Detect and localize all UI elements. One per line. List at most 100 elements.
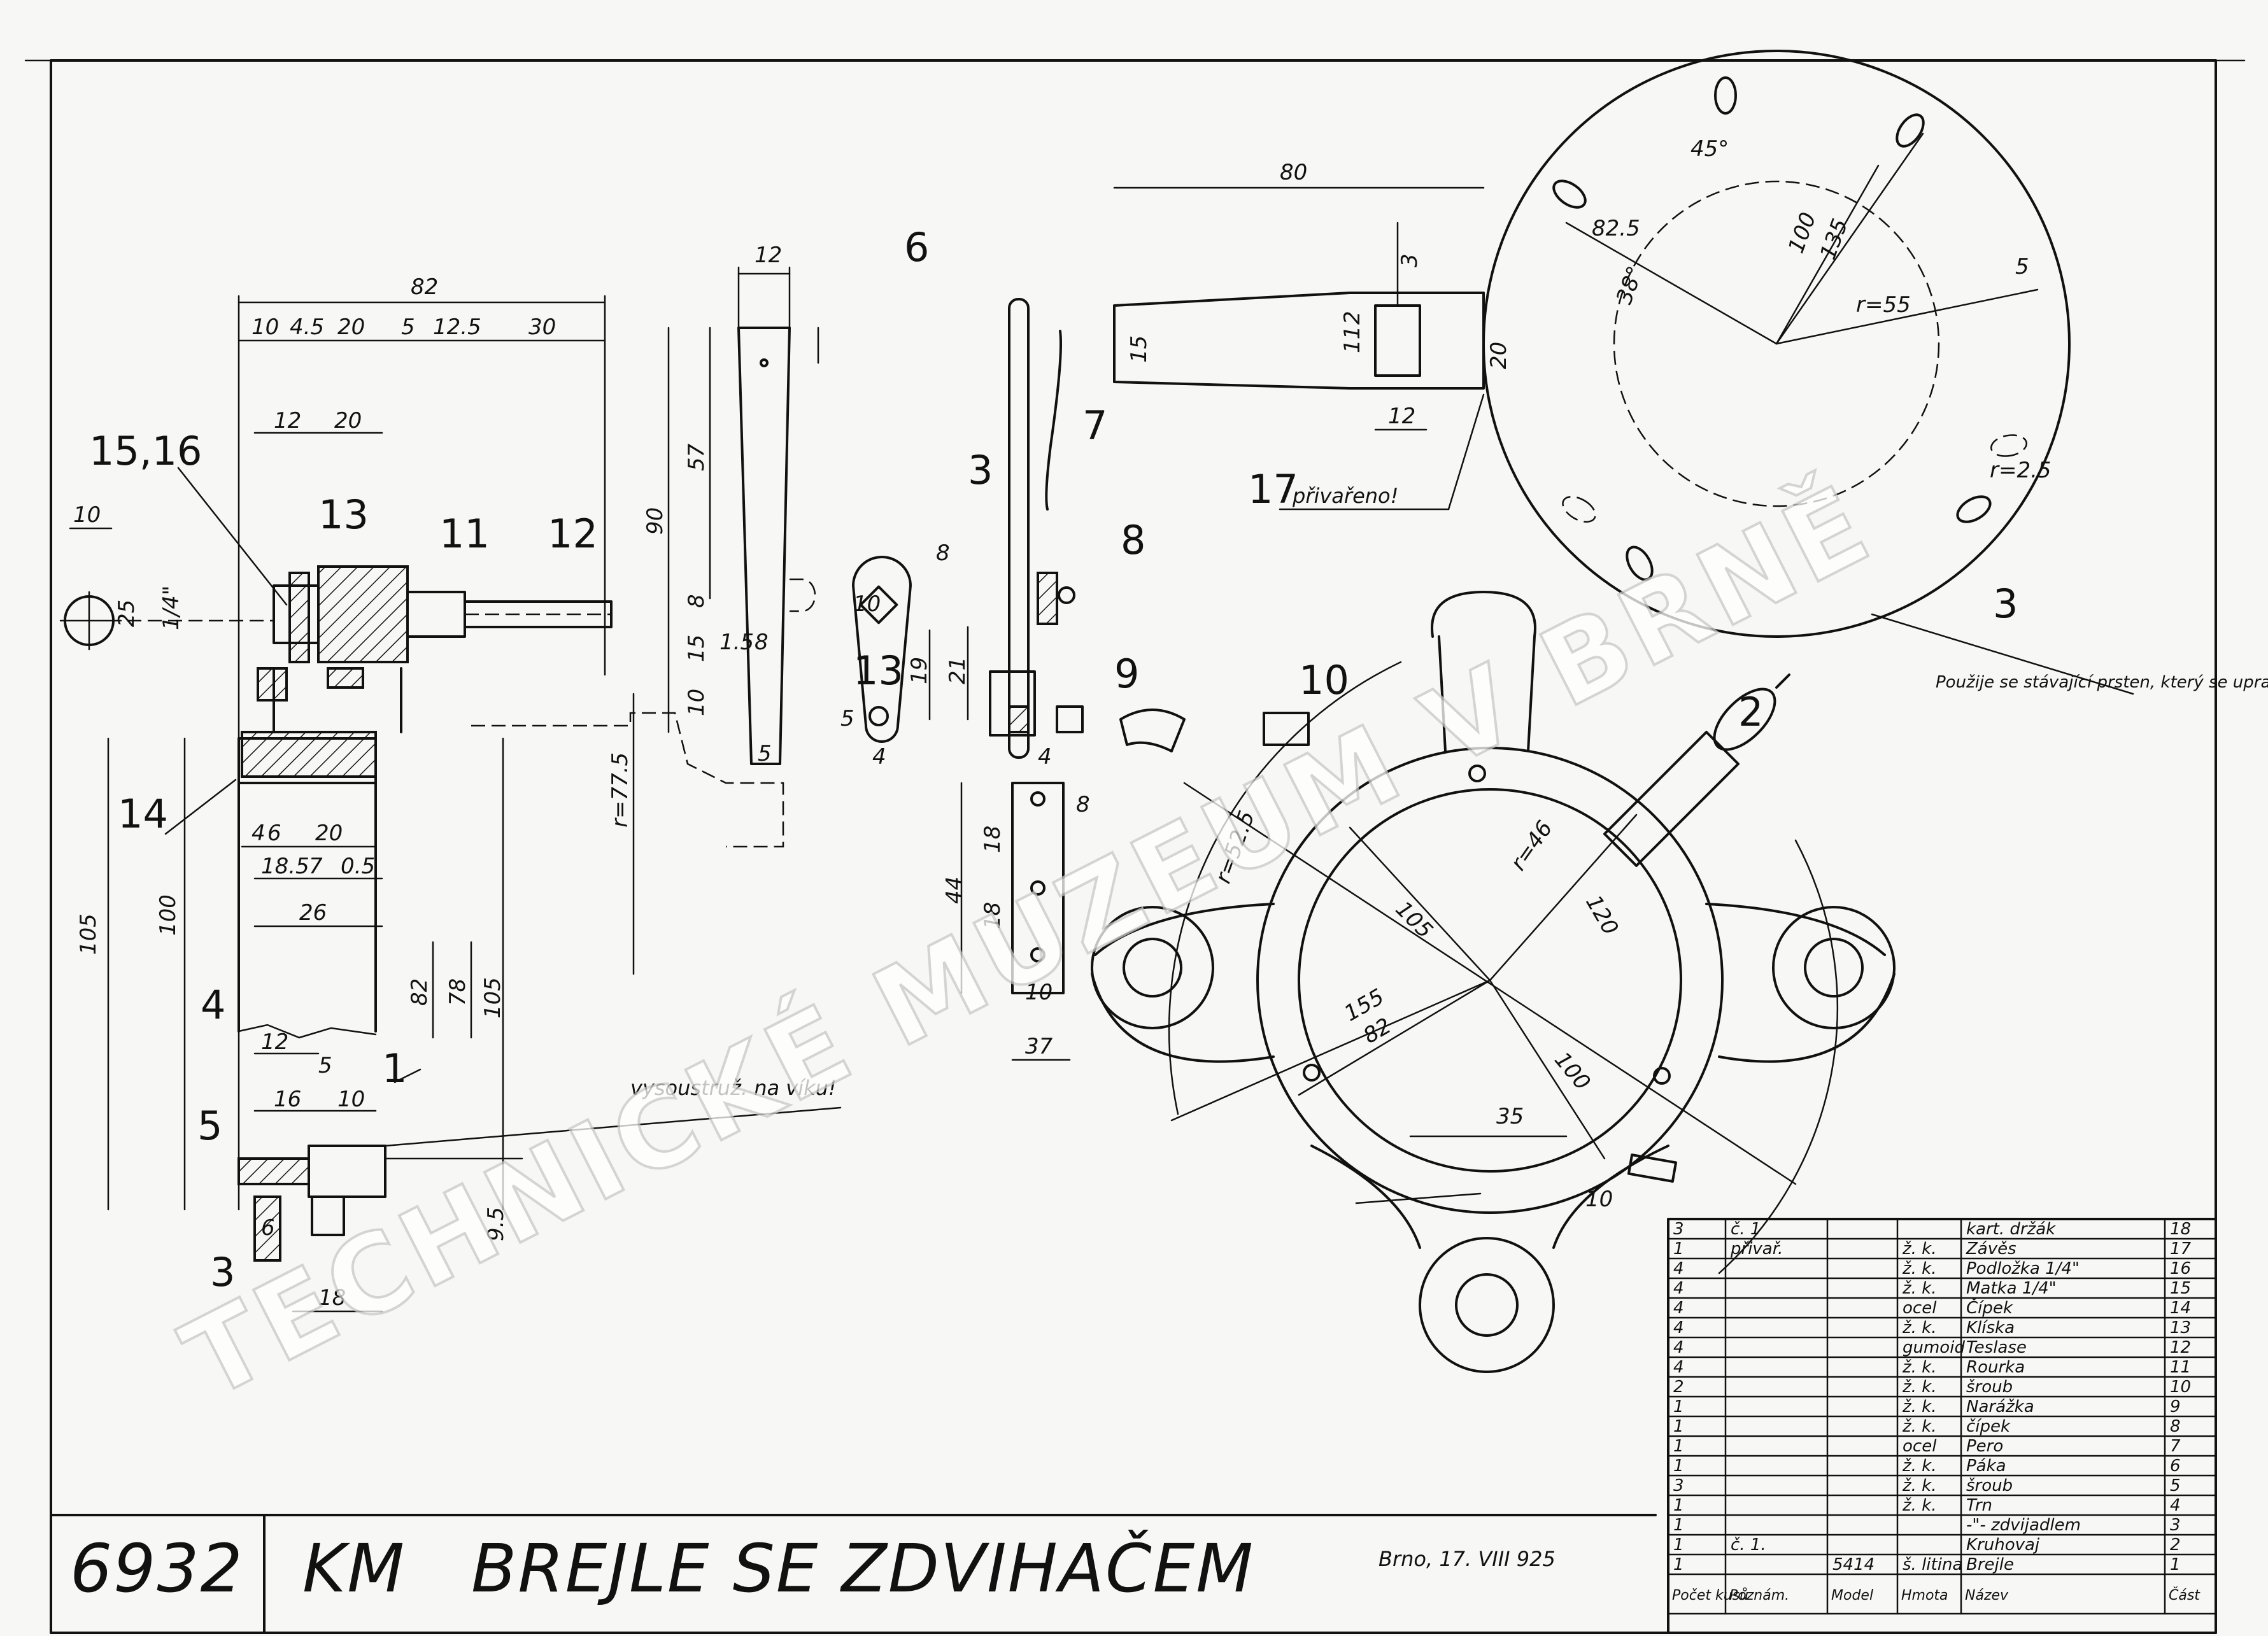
dim-ring-100: 100 xyxy=(1783,209,1822,257)
dim-arm-3: 3 xyxy=(1397,253,1422,267)
dim-12: 12 xyxy=(274,408,301,434)
dim-25: 25 xyxy=(114,600,139,627)
dim-arm-11: 11 xyxy=(1340,326,1365,353)
note-machine-on-lid: vysoustruž. na víku! xyxy=(630,1076,837,1100)
sleeve-part-11 xyxy=(317,565,409,663)
dim-quarter-inch: 1/4" xyxy=(159,586,184,630)
table-cell: 3 xyxy=(1673,1220,1684,1239)
dim-housing-r46: r=46 xyxy=(1506,816,1558,875)
lever-outline xyxy=(737,327,791,765)
table-cell: Podložka 1/4" xyxy=(1966,1259,2080,1278)
table-cell: 12 xyxy=(2170,1338,2191,1357)
note-reuse-ring: Použije se stávající prsten, který se up… xyxy=(1936,673,2268,692)
table-cell: ž. k. xyxy=(1902,1378,1937,1397)
callout-12: 12 xyxy=(548,511,598,557)
table-cell: Rourka xyxy=(1966,1358,2025,1377)
dim-arm-2: 2 xyxy=(1340,311,1365,325)
dim-78: 78 xyxy=(445,978,471,1006)
lifter-part-2 xyxy=(1603,731,1740,867)
callout-9: 9 xyxy=(1114,651,1139,697)
callout-13-top: 13 xyxy=(318,491,369,538)
dim-18: 18 xyxy=(318,1285,346,1311)
table-cell: ž. k. xyxy=(1902,1456,1937,1476)
dim-20b: 20 xyxy=(334,408,362,434)
dim-12-5: 12.5 xyxy=(433,314,481,340)
table-cell: 11 xyxy=(2170,1358,2191,1377)
dim-plate-10: 10 xyxy=(1025,980,1052,1005)
top-lug xyxy=(1431,591,1536,752)
table-header-cell: Název xyxy=(1965,1588,2009,1604)
table-cell: Kruhovaj xyxy=(1966,1535,2040,1555)
dim-arm-20: 20 xyxy=(1486,342,1512,369)
dim-housing-10: 10 xyxy=(1585,1187,1613,1212)
dim-ring-5: 5 xyxy=(2015,254,2029,279)
dim-lever-5: 5 xyxy=(758,741,772,766)
dim-lever-12: 12 xyxy=(755,243,782,268)
table-cell: 4 xyxy=(1673,1338,1684,1357)
dim-5: 5 xyxy=(401,314,415,340)
dim-100-left: 100 xyxy=(155,894,181,936)
table-cell: 1 xyxy=(1673,1397,1684,1416)
dim-20c: 20 xyxy=(315,821,343,846)
table-cell: 1 xyxy=(2170,1555,2181,1574)
table-cell: přivař. xyxy=(1730,1239,1783,1259)
dim-ring-r55: r=55 xyxy=(1856,292,1911,318)
table-cell: 5414 xyxy=(1832,1555,1875,1574)
table-cell: Matka 1/4" xyxy=(1966,1279,2057,1298)
table-header-cell: Model xyxy=(1831,1588,1873,1604)
dim-6: 6 xyxy=(267,821,281,846)
dim-105-left: 105 xyxy=(76,913,101,955)
table-cell: gumoid xyxy=(1903,1338,1965,1357)
dim-cam-19: 19 xyxy=(907,657,932,684)
table-cell: kart. držák xyxy=(1966,1220,2056,1239)
drawing-title: BREJLE SE ZDVIHAČEM xyxy=(471,1530,1254,1607)
callout-2: 2 xyxy=(1738,689,1763,735)
dim-plate-18: 18 xyxy=(980,826,1005,853)
dim-cam-10: 10 xyxy=(853,591,881,617)
dim-4: 4 xyxy=(252,821,266,846)
dim-4-5: 4.5 xyxy=(290,314,324,340)
dim-cam-5: 5 xyxy=(840,706,854,731)
callout-3-lever: 3 xyxy=(968,447,993,493)
dim-ring-80: 80 xyxy=(1280,160,1307,185)
table-cell: Pero xyxy=(1966,1437,2003,1456)
dim-housing-105: 105 xyxy=(1391,896,1438,943)
reuse-note: Použije se stávající prsten, který se up… xyxy=(1871,613,2268,695)
dim-arm-12: 12 xyxy=(1388,404,1415,429)
stop-part-9 xyxy=(1056,705,1084,733)
table-cell: ž. k. xyxy=(1902,1476,1937,1495)
dim-housing-35: 35 xyxy=(1496,1104,1524,1129)
dim-ring-135: 135 xyxy=(1815,215,1853,263)
dim-plate-8: 8 xyxy=(1076,792,1090,817)
callout-13-bracket: 13 xyxy=(853,647,904,694)
bottom-lug-hole xyxy=(1455,1273,1519,1337)
callout-4: 4 xyxy=(201,982,225,1028)
table-cell: Klíska xyxy=(1966,1318,2015,1337)
table-cell: šroub xyxy=(1966,1378,2013,1397)
table-cell: 17 xyxy=(2170,1239,2192,1259)
table-header-cell: Část xyxy=(2169,1587,2201,1604)
table-cell: 4 xyxy=(1673,1299,1684,1318)
table-cell: 1 xyxy=(1673,1456,1684,1476)
table-cell: Závěs xyxy=(1966,1239,2016,1259)
callout-8: 8 xyxy=(1121,517,1145,563)
table-cell: Páka xyxy=(1966,1456,2006,1476)
hinge-arm-part-17 xyxy=(1113,292,1485,390)
part-callouts: 1 2 3 3 3 4 5 6 7 8 9 10 11 12 13 13 14 … xyxy=(89,224,2018,1295)
dim-30: 30 xyxy=(528,314,556,340)
ring-inner xyxy=(1613,180,1940,507)
table-cell: 6 xyxy=(2170,1456,2181,1476)
callout-11: 11 xyxy=(439,511,490,557)
table-cell: ž. k. xyxy=(1902,1318,1937,1337)
bracket-outline xyxy=(852,556,912,743)
dim-lever-90: 90 xyxy=(642,507,668,535)
lever-side-outline xyxy=(1008,298,1030,759)
